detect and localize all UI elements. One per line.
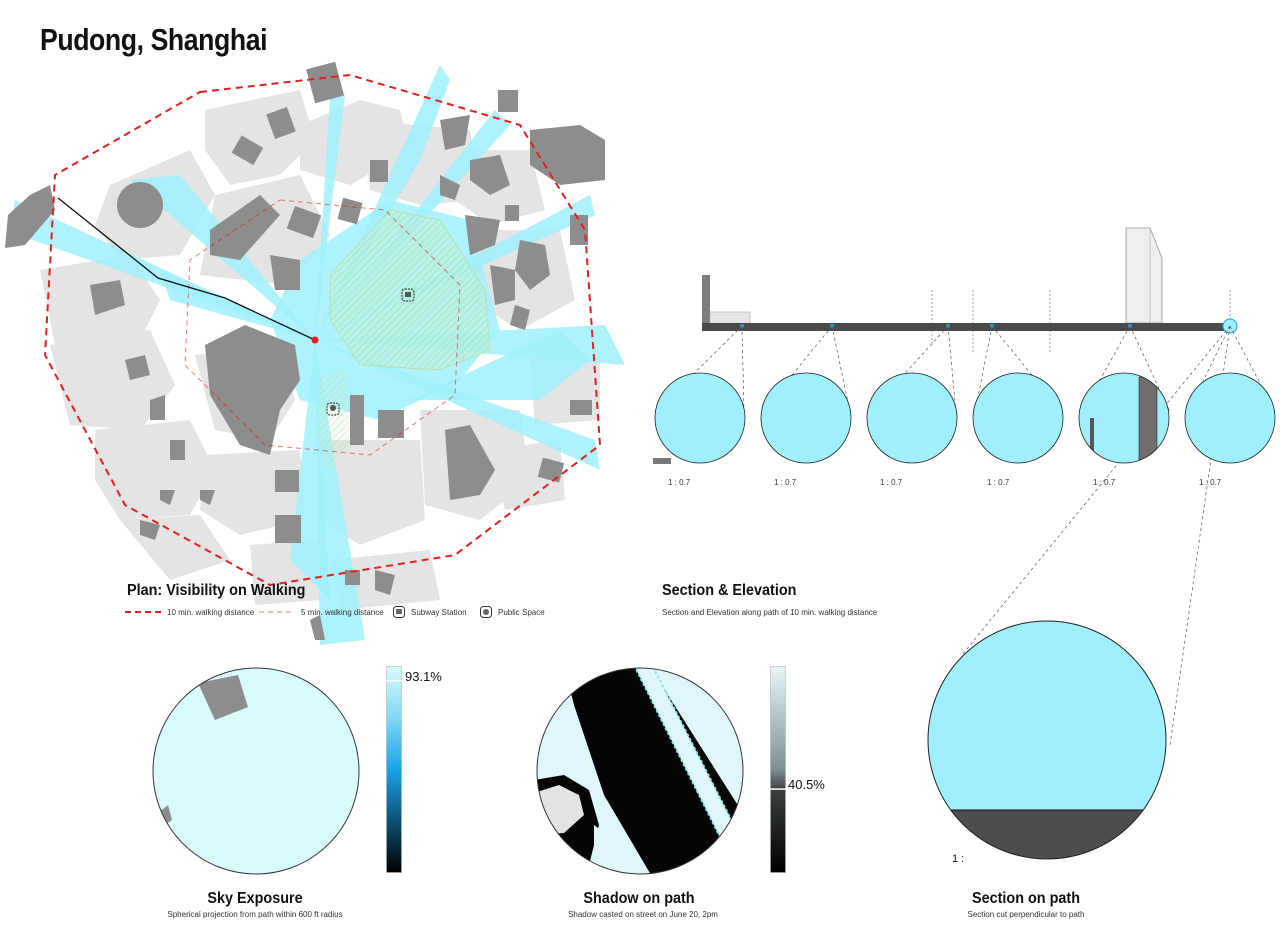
page-title: Pudong, Shanghai: [40, 22, 268, 57]
red-dashed-line-icon: [125, 611, 161, 613]
shadow-caption: Shadow casted on street on June 20, 2pm: [568, 910, 718, 919]
legend-label: Subway Station: [411, 607, 467, 617]
walking-path: [57, 197, 316, 341]
section-circle-3[interactable]: [862, 370, 962, 483]
sky-obstruction-building: [198, 675, 248, 720]
sky-exposure-heading: Sky Exposure: [207, 890, 303, 907]
buildings: [5, 61, 605, 640]
elevation-tower: [1125, 227, 1163, 324]
subway-station-marker: [401, 288, 415, 302]
plan-map[interactable]: [0, 55, 640, 655]
section-elevation-caption: Section and Elevation along path of 10 m…: [662, 608, 878, 617]
scale-label-1: 1 : 0.7: [668, 478, 691, 487]
legend-label: Public Space: [498, 607, 545, 617]
legend-label: 5 min. walking distance: [301, 607, 384, 617]
elevation-guides: [931, 290, 1231, 352]
scale-label-3: 1 : 0.7: [880, 478, 903, 487]
section-circle-4[interactable]: [968, 370, 1068, 483]
section-elevation-heading: Section & Elevation: [662, 582, 797, 599]
public-space-marker: [326, 402, 340, 416]
plan-heading: Plan: Visibility on Walking: [127, 582, 306, 599]
scale-label-5: 1 : 0.7: [1093, 478, 1116, 487]
elevation-left-building: [702, 275, 710, 325]
legend-item-subway: Subway Station: [393, 604, 467, 620]
section-circle-6[interactable]: [1180, 370, 1280, 483]
section-circle-2[interactable]: [756, 370, 856, 483]
section-elevation-diagram[interactable]: [640, 220, 1280, 870]
public-space-area: [329, 209, 491, 371]
section-on-path-scale: 1 :: [952, 853, 965, 865]
section-on-path-caption: Section cut perpendicular to path: [967, 910, 1085, 919]
shadow-band-1: [564, 668, 743, 874]
public-space-area-south: [318, 368, 350, 470]
boundary-5min: [184, 199, 461, 456]
legend-item-10min: 10 min. walking distance: [125, 604, 254, 620]
section-circle-5[interactable]: [1074, 370, 1174, 483]
thin-red-dashed-line-icon: [259, 611, 295, 613]
start-point: [311, 336, 319, 344]
boundary-10min: [43, 73, 602, 587]
public-space-icon: [480, 606, 492, 618]
scale-label-6: 1 : 0.7: [1199, 478, 1222, 487]
shadow-value: 40.5%: [788, 777, 825, 792]
legend-item-public-space: Public Space: [480, 604, 545, 620]
section-on-path-heading: Section on path: [972, 890, 1080, 907]
legend-label: 10 min. walking distance: [167, 607, 255, 617]
shadow-heading: Shadow on path: [583, 890, 695, 907]
section-path-bar: [702, 323, 1230, 331]
scale-label-4: 1 : 0.7: [987, 478, 1010, 487]
sky-exposure-value: 93.1%: [405, 669, 442, 684]
section-circle-1[interactable]: [650, 370, 750, 483]
legend-item-5min: 5 min. walking distance: [259, 604, 384, 620]
subway-station-icon: [393, 606, 405, 618]
sky-exposure-projection[interactable]: [150, 665, 365, 880]
sky-exposure-scale-bar: [386, 666, 402, 873]
light-stripe: [634, 668, 739, 845]
sky-exposure-caption: Spherical projection from path within 60…: [167, 910, 343, 919]
scale-label-2: 1 : 0.7: [774, 478, 797, 487]
section-on-path-circle[interactable]: [925, 620, 1170, 870]
shadow-scale-bar: [770, 666, 786, 873]
shadow-projection[interactable]: [534, 665, 749, 880]
